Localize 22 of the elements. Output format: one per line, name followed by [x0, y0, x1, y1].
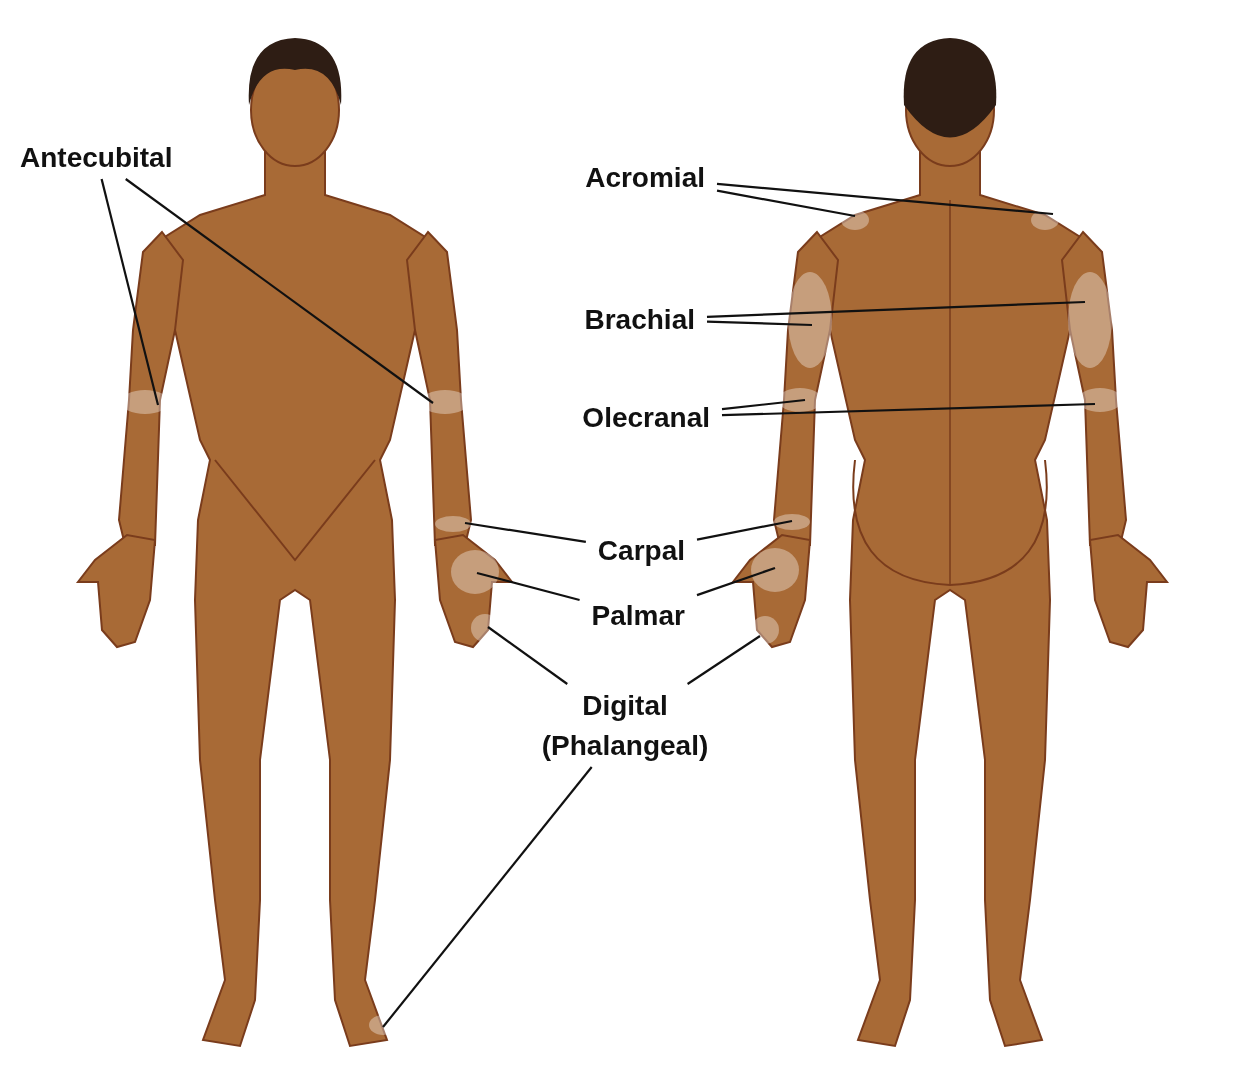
leader-line	[100, 178, 160, 406]
leader-line	[706, 320, 813, 327]
region-label: Brachial	[550, 300, 695, 340]
leader-line	[696, 566, 776, 597]
leader-line	[716, 189, 856, 218]
leader-line	[382, 766, 593, 1028]
leader-line	[721, 398, 806, 411]
leader-line	[125, 178, 434, 404]
leader-line	[464, 521, 586, 543]
leader-line	[716, 182, 1054, 216]
region-label: Acromial	[545, 158, 705, 198]
leader-line	[721, 402, 1096, 417]
region-label: Antecubital	[20, 138, 220, 178]
region-label: Olecranal	[540, 398, 710, 438]
leader-line	[487, 626, 568, 685]
leader-line	[687, 635, 761, 685]
region-label: Carpal	[560, 531, 685, 571]
region-label: Digital (Phalangeal)	[515, 686, 735, 766]
leader-line	[476, 571, 580, 602]
leader-line	[696, 519, 793, 541]
leader-line	[706, 300, 1086, 318]
region-label: Palmar	[555, 596, 685, 636]
